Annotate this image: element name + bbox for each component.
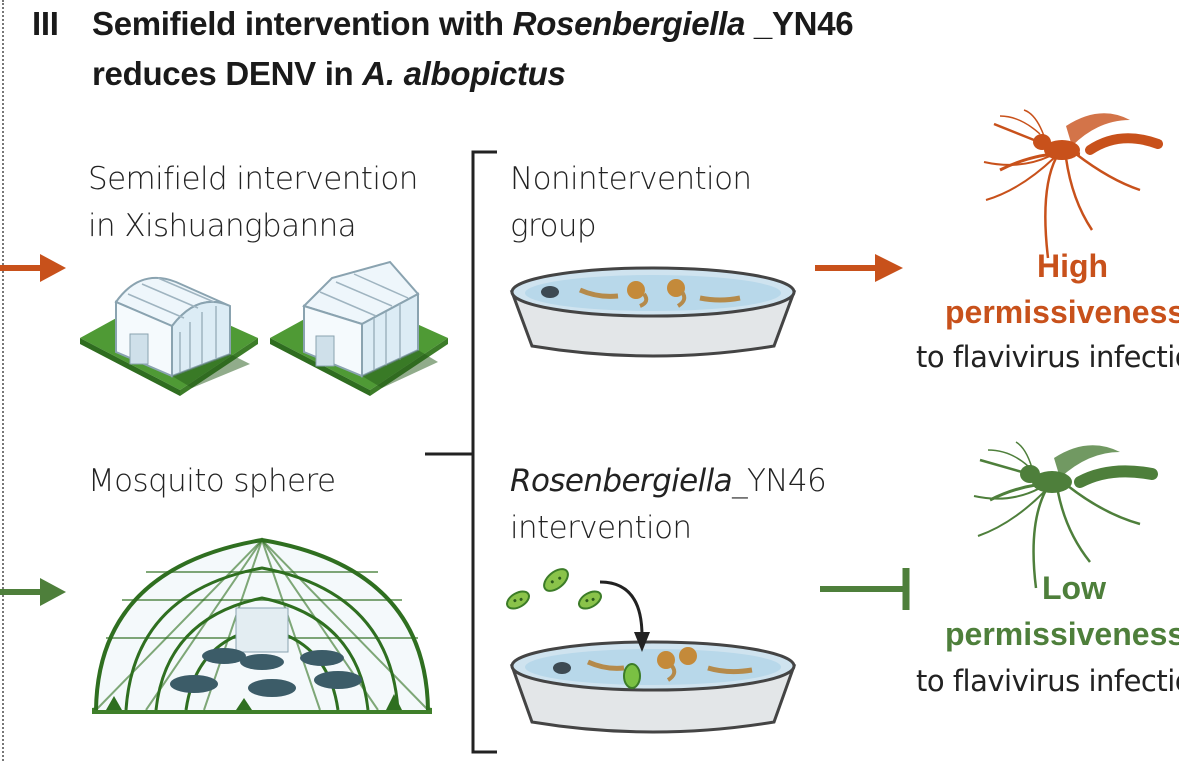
high-outcome-line2: permissiveness (945, 294, 1179, 330)
low-outcome-word: Low (1042, 570, 1106, 606)
larvae-dish-icon (509, 640, 797, 734)
low-outcome-line3: to flavivirus infection (916, 664, 1179, 698)
arrow-icon (815, 254, 903, 282)
group-bracket (425, 150, 497, 754)
larvae-dish-icon (509, 266, 797, 358)
inhibition-icon (820, 568, 910, 610)
mosquito-sphere-icon (92, 536, 432, 714)
semifield-label: Semifield intervention in Xishuangbanna (88, 161, 418, 244)
greenhouse-icon (80, 277, 258, 396)
nonintervention-label: Nonintervention group (510, 161, 752, 244)
incoming-arrow-orange-icon (0, 254, 66, 282)
mosquito-icon (983, 109, 1163, 259)
section-number: III (32, 5, 59, 42)
panel-title-line1: Semifield intervention with Rosenbergiel… (92, 5, 854, 42)
low-outcome-line2: permissiveness (945, 616, 1179, 652)
curved-arrow-icon (599, 580, 650, 652)
high-outcome-word: High (1037, 248, 1109, 284)
rosenbergiella-intervention-label: Rosenbergiella_YN46 intervention (510, 463, 827, 546)
incoming-arrow-green-icon (0, 578, 66, 606)
high-outcome-line3: to flavivirus infection (916, 340, 1179, 374)
greenhouse-icon (270, 260, 448, 396)
panel-title-line2: reduces DENV in A. albopictus (92, 55, 566, 92)
mosquito-sphere-label: Mosquito sphere (88, 463, 336, 499)
mosquito-icon (973, 441, 1158, 589)
bacteria-icon (506, 568, 602, 610)
panel-divider (2, 0, 4, 761)
